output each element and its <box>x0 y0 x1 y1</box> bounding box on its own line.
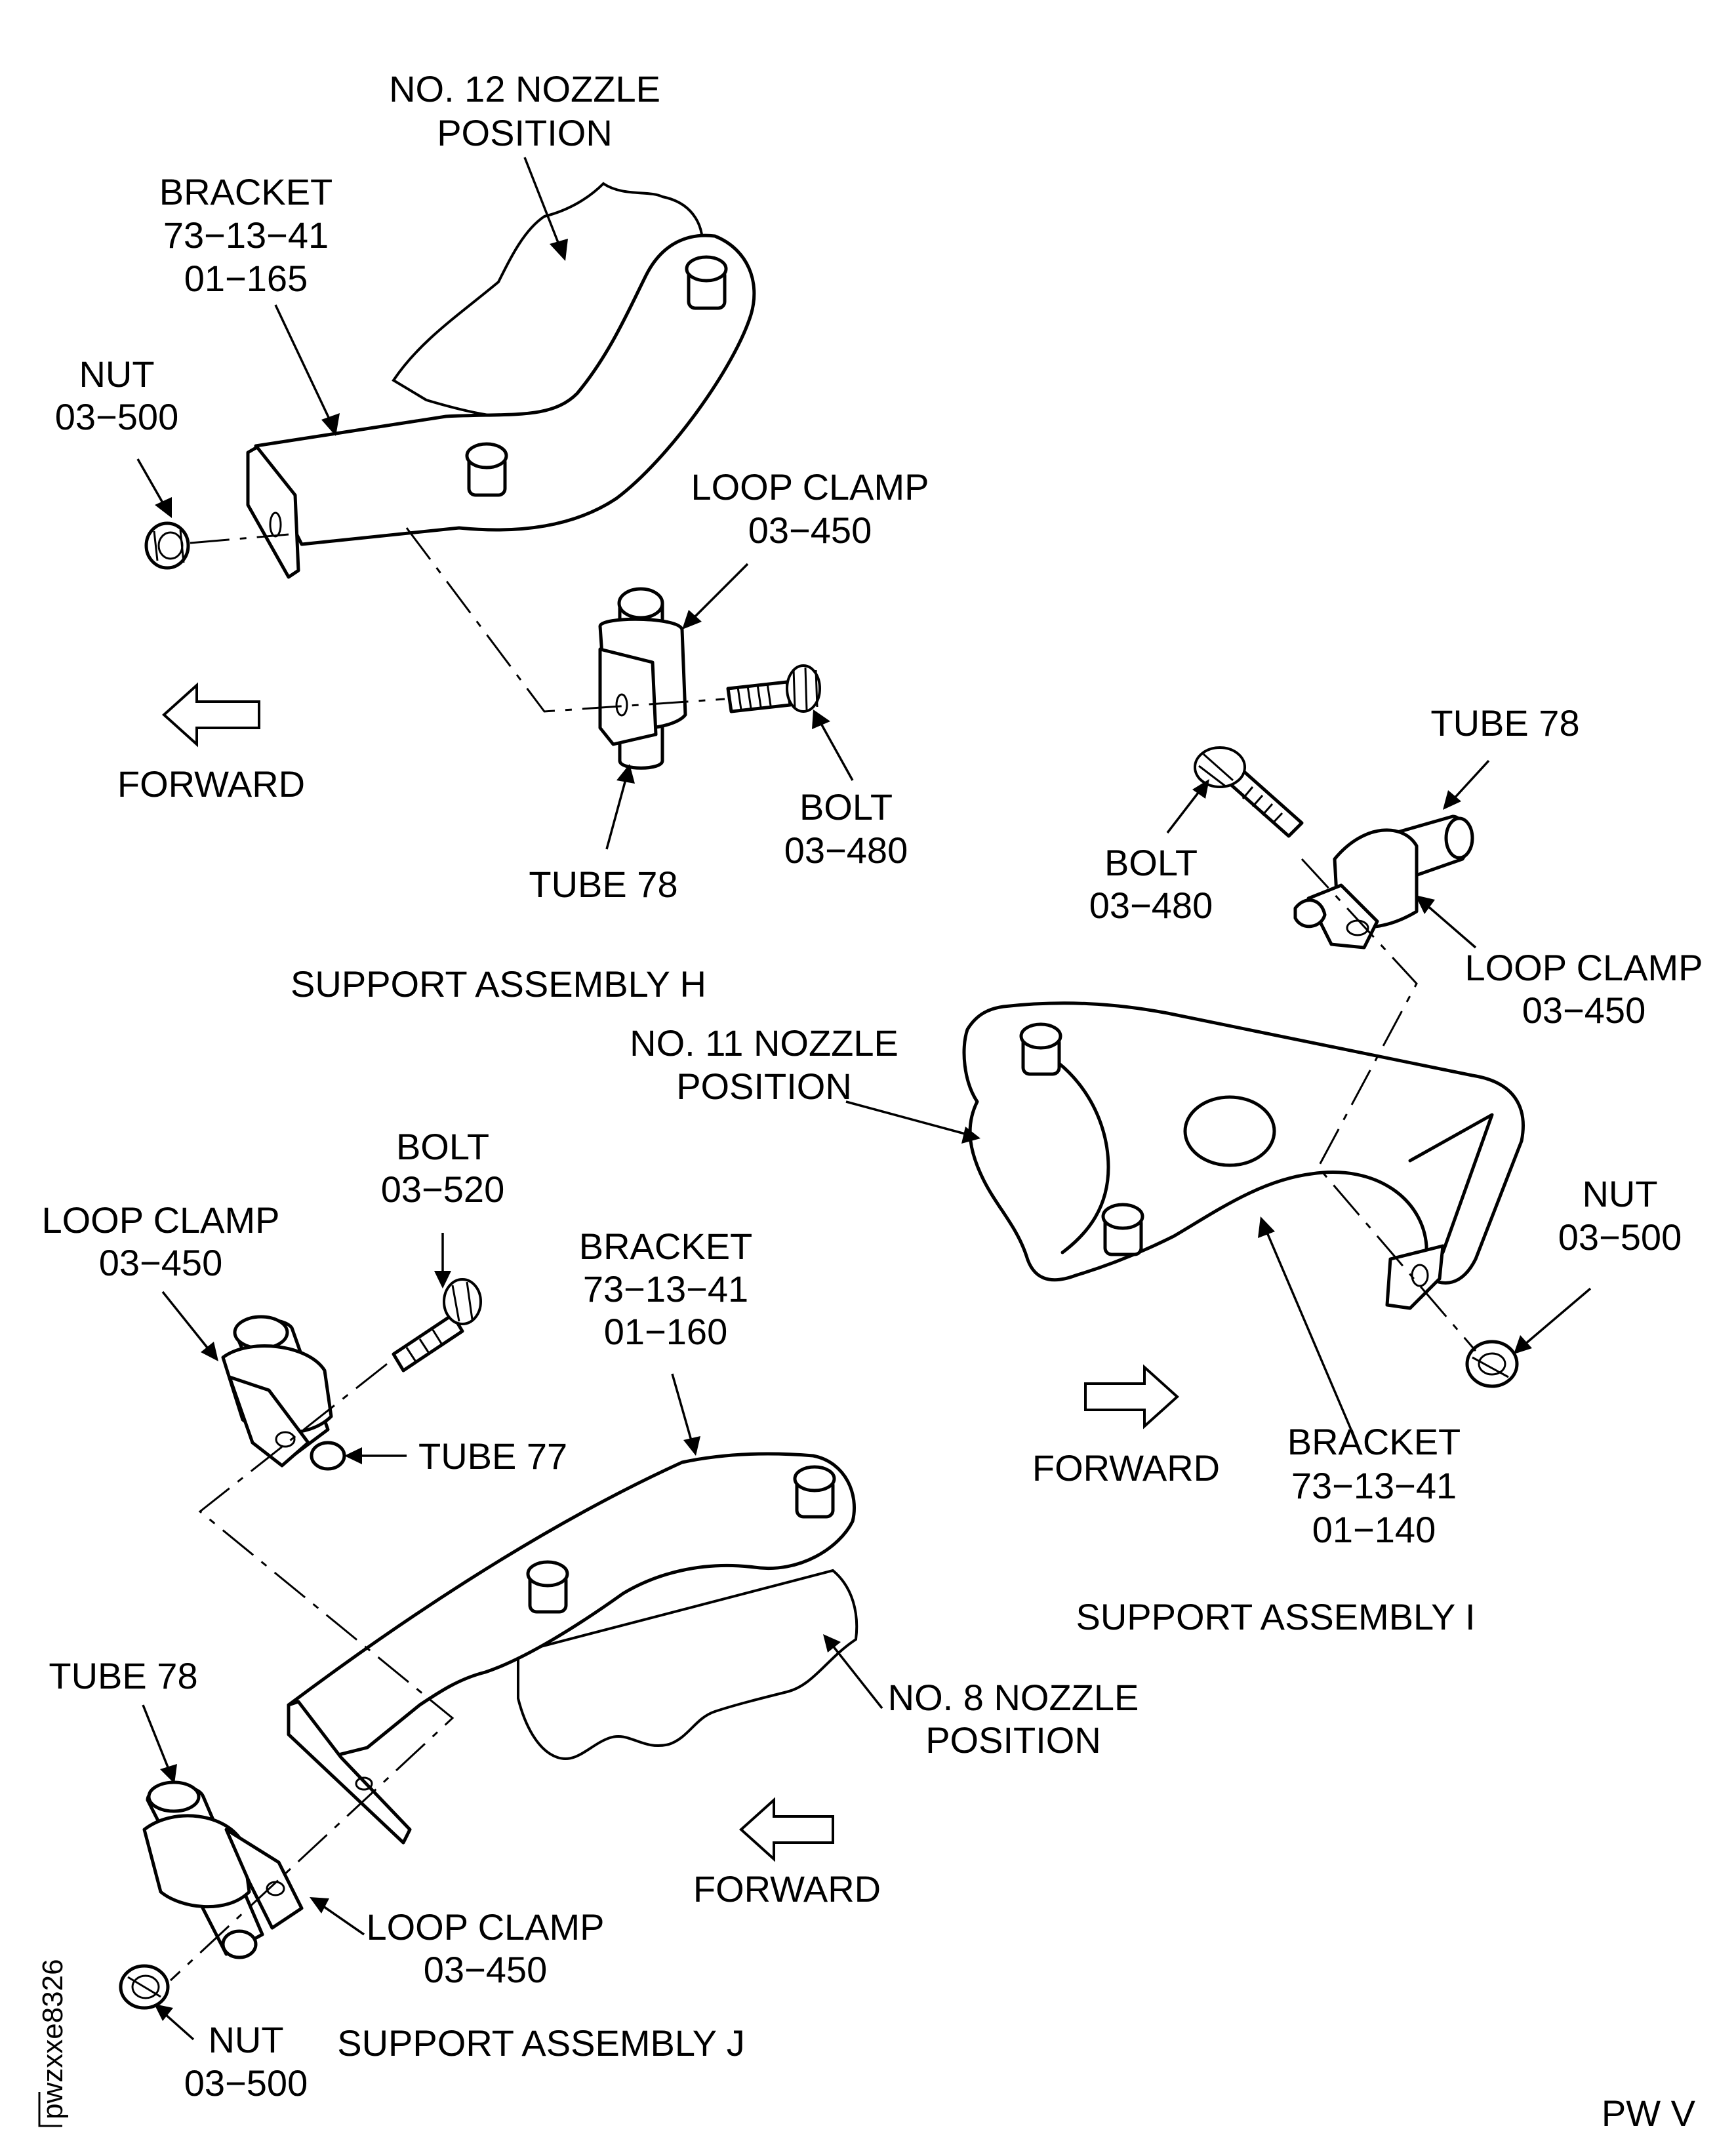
bolt-i-label-line2: 03−480 <box>1089 885 1213 926</box>
bolt-j-label-line2: 03−520 <box>381 1169 504 1210</box>
nut-03-500-i <box>1465 1340 1519 1388</box>
loop-clamp-03-450-j-top <box>221 1315 346 1471</box>
bracket-i-label-line2: 73−13−41 <box>1291 1465 1457 1506</box>
nozzle-12-label-line1: NO. 12 NOZZLE <box>389 68 660 110</box>
stud-lower-i <box>1101 1203 1144 1256</box>
stud-upper-h <box>685 255 728 310</box>
nozzle-11-label-line1: NO. 11 NOZZLE <box>630 1022 898 1064</box>
bolt-h-label-line1: BOLT <box>799 786 893 828</box>
stud-lower-h <box>465 442 508 497</box>
forward-arrow-j <box>739 1797 834 1862</box>
forward-arrow-h <box>162 682 260 748</box>
figure-code: PW V <box>1602 2093 1696 2134</box>
loop-clamp-i-label-line2: 03−450 <box>1522 990 1645 1031</box>
nozzle-12-label-line2: POSITION <box>437 112 613 153</box>
loop-clamp-03-450-i <box>1293 814 1474 950</box>
bracket-h-label-line1: BRACKET <box>159 171 333 212</box>
support-assembly-i-caption: SUPPORT ASSEMBLY I <box>1076 1596 1476 1637</box>
figure-footer: pwzxxe8326 PW V <box>37 1959 1696 2134</box>
nut-h-label-line1: NUT <box>79 353 154 395</box>
tube-78-i-label: TUBE 78 <box>1430 702 1579 744</box>
stud-lower-j <box>526 1560 569 1614</box>
loop-clamp-03-450-j-bottom <box>142 1780 304 1959</box>
loop-clamp-h-label-line2: 03−450 <box>748 510 872 551</box>
loop-clamp-j-top-label-line2: 03−450 <box>99 1242 222 1283</box>
stud-upper-i <box>1019 1022 1062 1076</box>
support-assembly-j-caption: SUPPORT ASSEMBLY J <box>337 2022 744 2064</box>
hole-i <box>1183 1095 1276 1167</box>
bracket-j-label-line3: 01−160 <box>604 1311 727 1352</box>
support-assembly-h-caption: SUPPORT ASSEMBLY H <box>291 963 706 1005</box>
bolt-03-520-j <box>392 1278 482 1372</box>
bolt-03-480-h <box>726 664 821 713</box>
bracket-01-165 <box>254 233 756 546</box>
bracket-j-label-line1: BRACKET <box>579 1226 753 1267</box>
forward-j-label: FORWARD <box>693 1868 881 1910</box>
nozzle-8-label-line1: NO. 8 NOZZLE <box>888 1677 1139 1718</box>
bolt-j-label-line1: BOLT <box>396 1126 489 1167</box>
support-assembly-i: TUBE 78 BOLT 03−480 LOOP CLAMP 03−450 NO… <box>630 702 1703 1637</box>
bracket-flange-h <box>246 445 300 579</box>
forward-i-label: FORWARD <box>1032 1447 1220 1489</box>
bolt-h-label-line2: 03−480 <box>784 830 908 871</box>
loop-clamp-i-label-line1: LOOP CLAMP <box>1464 947 1703 988</box>
loop-clamp-j-top-label-line1: LOOP CLAMP <box>41 1199 279 1241</box>
loop-clamp-h-label-line1: LOOP CLAMP <box>691 466 929 508</box>
nut-03-500-j <box>119 1964 170 2010</box>
forward-h-label: FORWARD <box>117 763 305 805</box>
stud-upper-j <box>793 1465 836 1519</box>
nut-h-label-line2: 03−500 <box>55 396 178 437</box>
figure-id: pwzxxe8326 <box>37 1959 69 2119</box>
nut-i-label-line2: 03−500 <box>1558 1216 1682 1258</box>
nut-03-500-h <box>144 521 190 570</box>
tube-78-h-label: TUBE 78 <box>529 864 677 905</box>
nozzle-8-outline <box>517 1569 858 1760</box>
nozzle-8-label-line2: POSITION <box>925 1719 1101 1761</box>
loop-clamp-03-450-h <box>598 587 687 770</box>
bracket-j-label-line2: 73−13−41 <box>583 1268 748 1310</box>
bracket-flange-j <box>287 1700 412 1845</box>
tube-78-j-label: TUBE 78 <box>49 1655 197 1696</box>
nozzle-11-label-line2: POSITION <box>676 1066 852 1107</box>
bolt-i-label-line1: BOLT <box>1104 842 1198 883</box>
loop-clamp-j-bottom-label-line2: 03−450 <box>424 1949 547 1990</box>
nut-j-label-line1: NUT <box>208 2019 283 2060</box>
tube-77-j-label: TUBE 77 <box>418 1435 567 1477</box>
bracket-i-label-line1: BRACKET <box>1287 1421 1461 1462</box>
bracket-h-label-line3: 01−165 <box>184 258 308 299</box>
support-assembly-h: NO. 12 NOZZLE POSITION BRACKET 73−13−41 … <box>55 68 929 1005</box>
bracket-01-160 <box>287 1452 856 1759</box>
loop-clamp-j-bottom-label-line1: LOOP CLAMP <box>366 1906 604 1948</box>
support-assembly-j: BOLT 03−520 LOOP CLAMP 03−450 BRACKET 73… <box>41 1126 1139 2104</box>
bracket-i-label-line3: 01−140 <box>1312 1509 1436 1550</box>
nut-j-label-line2: 03−500 <box>184 2062 308 2104</box>
bolt-03-480-i <box>1194 746 1304 838</box>
nut-i-label-line1: NUT <box>1582 1173 1657 1214</box>
forward-arrow-i <box>1084 1364 1179 1430</box>
bracket-h-label-line2: 73−13−41 <box>163 214 329 256</box>
